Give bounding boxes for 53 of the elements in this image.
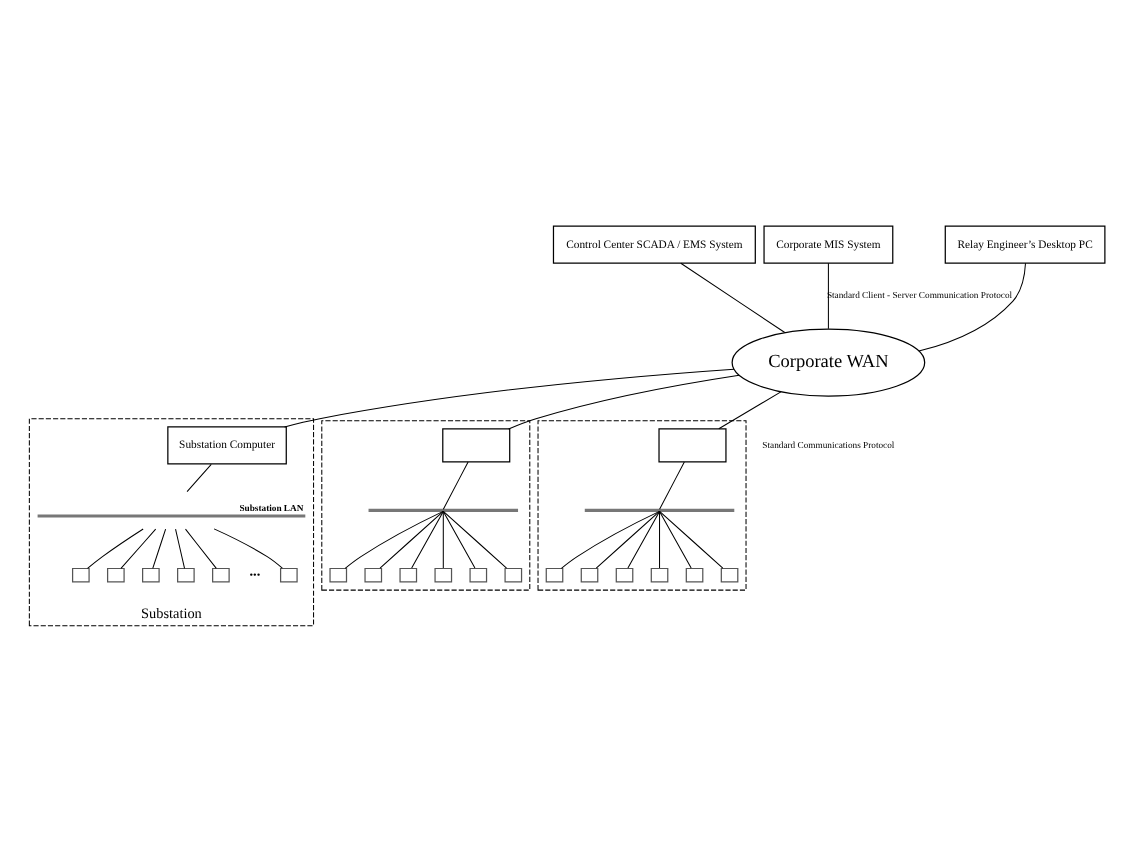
connector [827, 262, 829, 330]
connector [659, 510, 724, 569]
cluster [537, 420, 747, 591]
connector [411, 510, 444, 569]
connector [186, 463, 212, 493]
connector [659, 461, 685, 510]
node-box [37, 514, 306, 518]
connector [442, 510, 444, 569]
connector [152, 528, 167, 569]
node-bar [368, 508, 519, 512]
connector [120, 528, 157, 569]
node-box [469, 567, 488, 583]
node-box [177, 567, 195, 583]
node-ellipse: Corporate WAN [731, 328, 926, 397]
node-box [650, 567, 669, 583]
node-box [615, 567, 634, 583]
node-bar [584, 508, 735, 512]
connector [627, 510, 661, 569]
connector [659, 510, 661, 569]
node-box [364, 567, 383, 583]
connector [87, 528, 144, 569]
connector [175, 528, 186, 569]
node-box [280, 567, 298, 583]
node-box [434, 567, 453, 583]
connector [184, 528, 217, 569]
connector [680, 262, 786, 333]
connector [344, 510, 444, 569]
node-box [504, 567, 523, 583]
connector [595, 510, 660, 569]
connector [284, 368, 735, 428]
connector [718, 391, 782, 430]
node-box [720, 567, 739, 583]
node-box [685, 567, 704, 583]
connector [213, 528, 283, 569]
node-box [580, 567, 599, 583]
connector [918, 262, 1026, 352]
connector [442, 461, 469, 510]
node-box [71, 567, 90, 583]
cluster [321, 420, 531, 591]
connector [659, 510, 692, 569]
connector [560, 510, 660, 569]
node-box [212, 567, 230, 583]
connector [508, 374, 740, 430]
node-box [329, 567, 348, 583]
connector [442, 510, 476, 569]
node-box [142, 567, 160, 583]
connector [379, 510, 444, 569]
node-box [107, 567, 125, 583]
connector [442, 510, 508, 569]
node-box [545, 567, 564, 583]
node-box [442, 428, 511, 463]
node-box [658, 428, 727, 463]
node-box [399, 567, 418, 583]
